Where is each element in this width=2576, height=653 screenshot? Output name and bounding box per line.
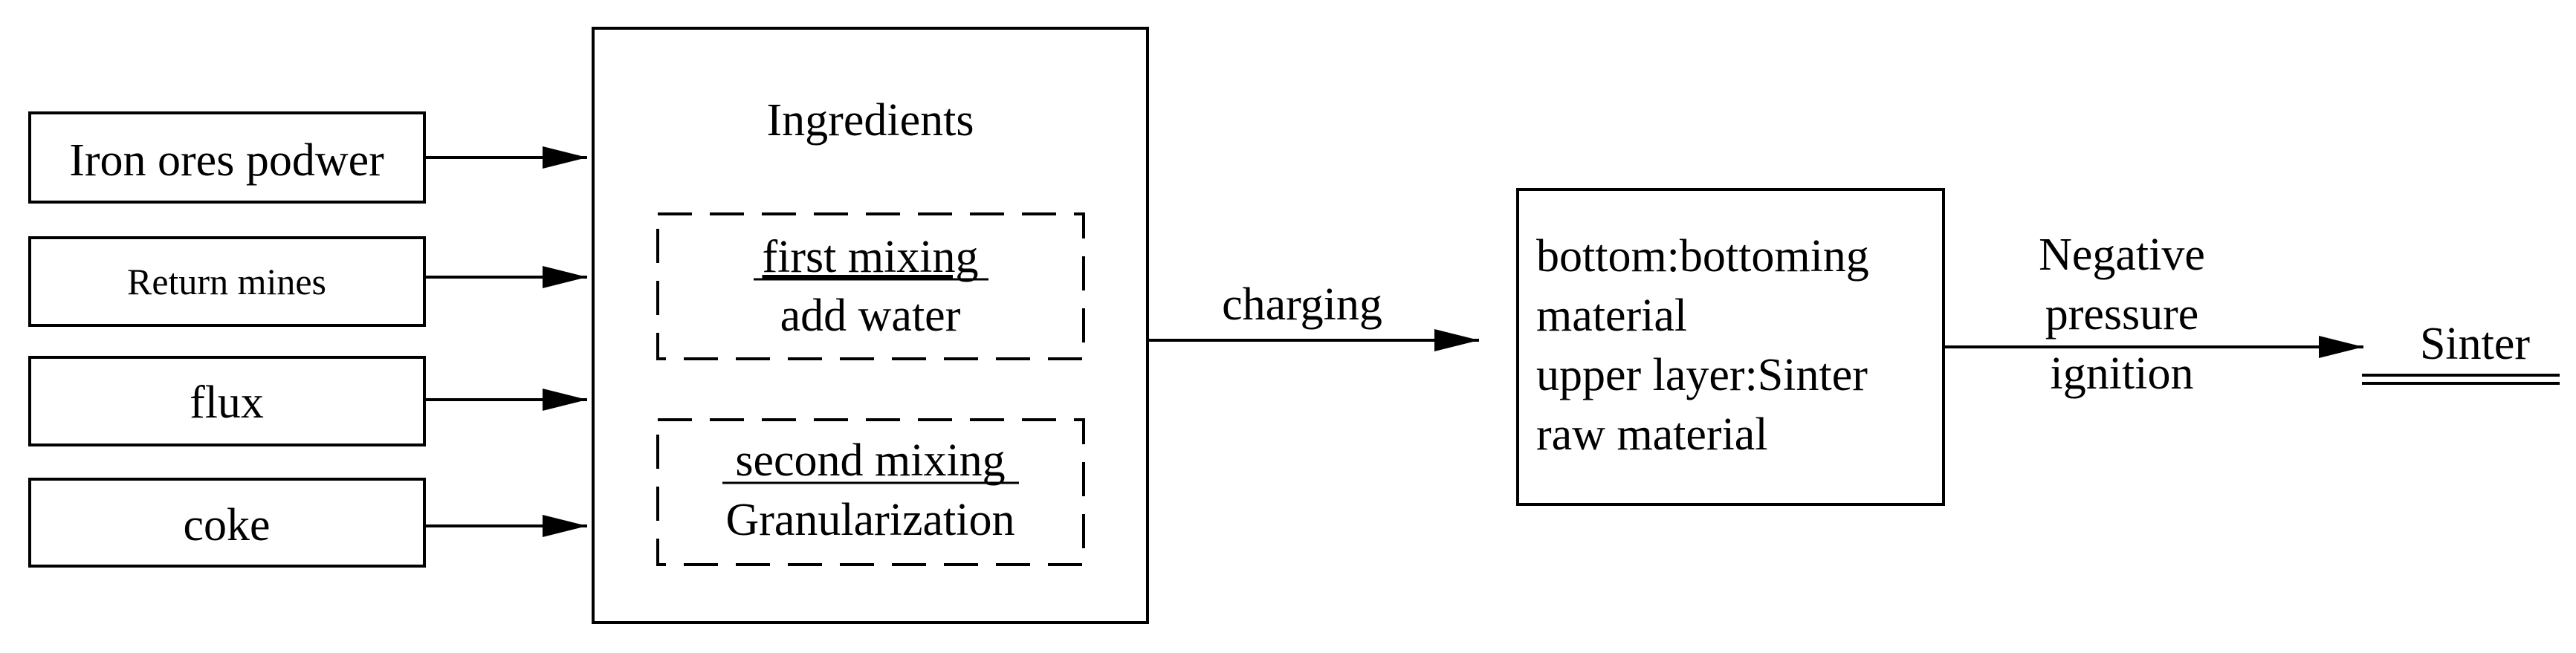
input-return-mines-label: Return mines [127,261,326,302]
ingredients-box: Ingredients first mixing add water secon… [592,27,1149,624]
second-mixing-title: second mixing [735,435,1005,486]
ingredients-title: Ingredients [767,95,974,146]
ignition-line-2: pressure [2045,289,2199,340]
first-mixing-box: first mixing add water [656,212,1085,360]
output-sinter-label: Sinter [2420,319,2530,369]
charging-label: charging [1222,279,1382,330]
input-flux-label: flux [190,377,264,428]
input-iron-ores-label: Iron ores podwer [69,135,384,186]
ignition-line-1: Negative [2039,230,2205,280]
ignition-label: Negative pressure ignition [2039,230,2205,399]
input-coke: coke [28,478,426,568]
input-return-mines: Return mines [28,236,426,327]
ignition-line-3: ignition [2051,348,2194,399]
second-mixing-detail: Granularization [725,495,1014,545]
input-iron-ores: Iron ores podwer [28,111,426,204]
first-mixing-title: first mixing [762,232,978,282]
first-mixing-detail: add water [780,290,961,341]
output-sinter: Sinter [2362,319,2560,385]
bed-line-3: upper layer:Sinter [1536,350,1868,400]
input-coke-label: coke [183,500,270,550]
bed-line-2: material [1536,290,1687,341]
bed-line-1: bottom:bottoming [1536,231,1869,282]
bed-line-4: raw material [1536,409,1768,460]
input-flux: flux [28,356,426,446]
second-mixing-box: second mixing Granularization [656,418,1085,566]
sinter-bed-box: bottom:bottoming material upper layer:Si… [1516,188,1945,506]
